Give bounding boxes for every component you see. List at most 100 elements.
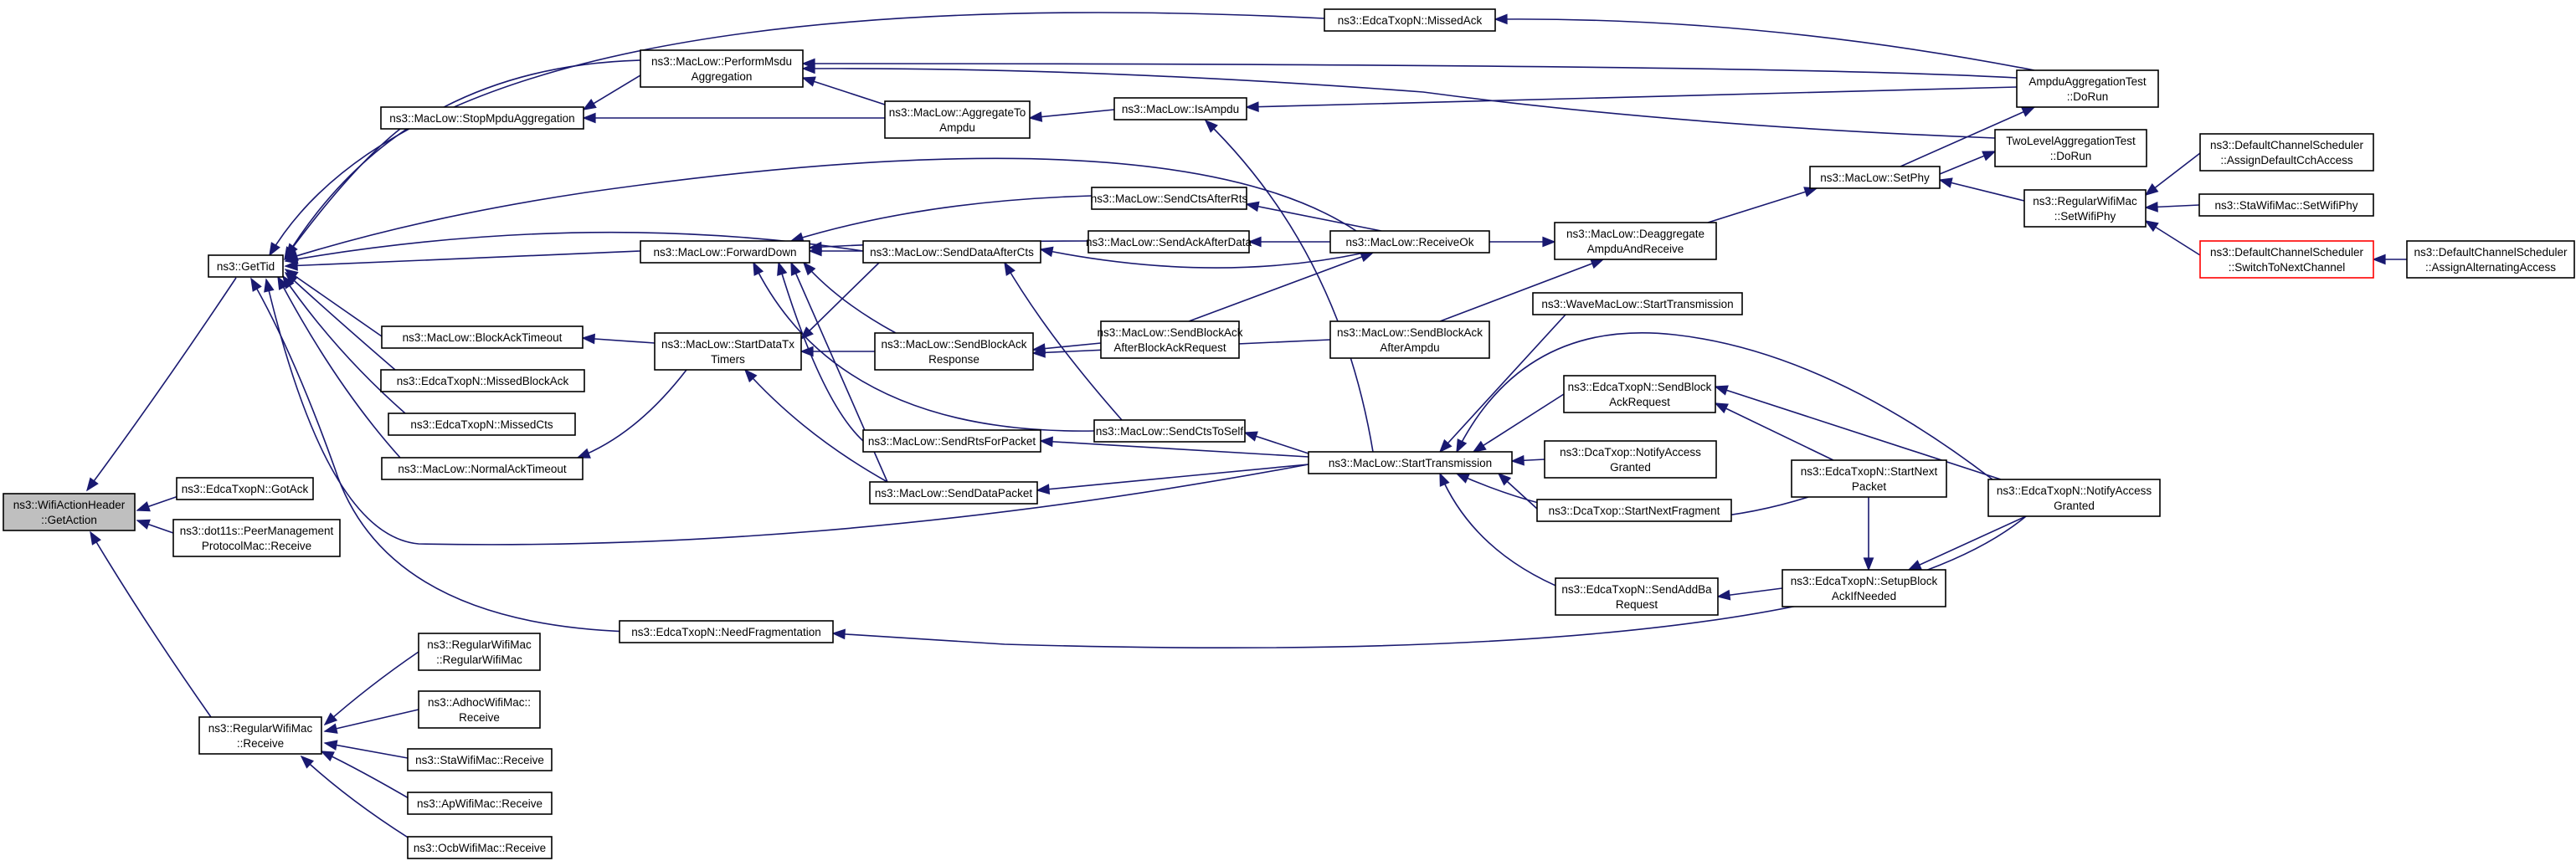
node-forwarddown[interactable]: ns3::MacLow::ForwardDown <box>640 240 810 264</box>
edge-line <box>301 756 424 848</box>
edge-line <box>285 157 1357 260</box>
arrowhead-icon <box>1714 402 1729 414</box>
node-label: ProtocolMac::Receive <box>202 540 311 552</box>
node-box <box>407 748 553 771</box>
node-wavemac_starttx[interactable]: ns3::WaveMacLow::StartTransmission <box>1532 292 1743 315</box>
node-peer_receive[interactable]: ns3::dot11s::PeerManagementProtocolMac::… <box>172 519 341 557</box>
edge-forwarddown-to-gettid <box>284 250 641 271</box>
edge-line <box>1494 18 2035 71</box>
edge-missedblockack-to-gettid <box>284 271 396 371</box>
node-box <box>1087 230 1250 254</box>
edge-sendblockackresp-to-startdatatx <box>800 346 875 357</box>
node-regwifi_ctor[interactable]: ns3::RegularWifiMac::RegularWifiMac <box>418 633 541 671</box>
node-dcs_assigndefault[interactable]: ns3::DefaultChannelScheduler::AssignDefa… <box>2199 133 2374 172</box>
node-needfrag[interactable]: ns3::EdcaTxopN::NeedFragmentation <box>619 620 834 643</box>
edge-receiveok-to-deaggregate <box>1489 236 1556 248</box>
node-label: ns3::MacLow::BlockAckTimeout <box>403 331 563 344</box>
node-gettid[interactable]: ns3::GetTid <box>208 254 284 278</box>
arrowhead-icon <box>1863 557 1874 571</box>
node-missedblockack[interactable]: ns3::EdcaTxopN::MissedBlockAck <box>380 369 585 392</box>
node-getaction[interactable]: ns3::WifiActionHeader::GetAction <box>3 493 136 531</box>
node-sendctstoself[interactable]: ns3::MacLow::SendCtsToSelf <box>1093 419 1246 443</box>
node-label: ns3::MacLow::NormalAckTimeout <box>398 463 567 475</box>
node-box <box>2198 193 2374 217</box>
node-twoleveltest[interactable]: TwoLevelAggregationTest::DoRun <box>1994 129 2147 167</box>
arrowhead-icon <box>1455 473 1470 484</box>
node-box <box>2406 240 2575 279</box>
edge-starttransmission-to-sendrtsforpacket <box>1039 436 1309 458</box>
node-dcs_switch[interactable]: ns3::DefaultChannelScheduler::SwitchToNe… <box>2199 240 2374 279</box>
node-normalacktimeout[interactable]: ns3::MacLow::NormalAckTimeout <box>381 457 584 480</box>
node-sendrtsforpacket[interactable]: ns3::MacLow::SendRtsForPacket <box>862 429 1041 453</box>
edge-startdatatx-to-blockacktimeout <box>581 333 656 345</box>
node-box <box>2199 133 2374 172</box>
node-label: AckRequest <box>1609 396 1670 408</box>
node-box <box>2023 189 2147 228</box>
node-setphy[interactable]: ns3::MacLow::SetPhy <box>1809 166 1941 189</box>
node-ocb_receive[interactable]: ns3::OcbWifiMac::Receive <box>407 836 553 859</box>
node-regwifi_receive[interactable]: ns3::RegularWifiMac::Receive <box>198 716 322 755</box>
node-edca_gotack[interactable]: ns3::EdcaTxopN::GotAck <box>176 477 314 500</box>
node-label: ns3::MacLow::PerformMsdu <box>651 55 792 68</box>
node-regwifi_setwifiphy[interactable]: ns3::RegularWifiMac::SetWifiPhy <box>2023 189 2147 228</box>
node-adhoc_receive[interactable]: ns3::AdhocWifiMac::Receive <box>418 690 541 729</box>
node-dcs_assignalt[interactable]: ns3::DefaultChannelScheduler::AssignAlte… <box>2406 240 2575 279</box>
edge-isampdu-to-aggregatetoampdu <box>1028 109 1115 122</box>
edge-dcs_assigndefault-to-regwifi_setwifiphy <box>2144 152 2201 197</box>
node-box <box>381 457 584 480</box>
edge-regwifi_setwifiphy-to-setphy <box>1938 177 2025 202</box>
node-stopmpdu[interactable]: ns3::MacLow::StopMpduAggregation <box>380 106 584 130</box>
node-starttransmission[interactable]: ns3::MacLow::StartTransmission <box>1308 451 1513 474</box>
node-sta_setwifiphy[interactable]: ns3::StaWifiMac::SetWifiPhy <box>2198 193 2374 217</box>
arrowhead-icon <box>250 277 262 292</box>
edge-line <box>90 531 212 718</box>
arrowhead-icon <box>136 501 151 512</box>
node-sendbaafterbar[interactable]: ns3::MacLow::SendBlockAckAfterBlockAckRe… <box>1097 320 1243 359</box>
arrowhead-icon <box>1472 440 1487 453</box>
node-blockacktimeout[interactable]: ns3::MacLow::BlockAckTimeout <box>381 325 584 349</box>
node-senddataaftercts[interactable]: ns3::MacLow::SendDataAfterCts <box>862 240 1041 264</box>
edge-line <box>1036 464 1309 491</box>
node-label: ::DoRun <box>2067 90 2109 103</box>
node-label: ns3::MacLow::StartDataTx <box>661 338 794 351</box>
node-sendctsafterrts[interactable]: ns3::MacLow::SendCtsAfterRts <box>1091 187 1248 210</box>
node-box <box>1093 419 1246 443</box>
node-sendackafterdata[interactable]: ns3::MacLow::SendAckAfterData <box>1086 230 1252 254</box>
arrowhead-icon <box>323 723 338 734</box>
edge-line <box>265 279 1309 546</box>
node-label: Granted <box>2054 500 2095 512</box>
node-box <box>1113 97 1247 120</box>
edge-line <box>1707 187 1818 223</box>
edge-ampdutest-to-missedack <box>1494 13 2035 71</box>
node-sta_receive[interactable]: ns3::StaWifiMac::Receive <box>407 748 553 771</box>
node-dca_startnextfrag[interactable]: ns3::DcaTxop::StartNextFragment <box>1536 499 1732 522</box>
edge-line <box>1439 259 1604 322</box>
node-label: ns3::MacLow::SendCtsAfterRts <box>1091 192 1248 205</box>
node-ampdutest[interactable]: AmpduAggregationTest::DoRun <box>2016 69 2159 108</box>
edge-peer_receive-to-getaction <box>136 519 174 534</box>
edge-sendbaafterbar-to-receiveok <box>1188 252 1375 322</box>
node-receiveok[interactable]: ns3::MacLow::ReceiveOk <box>1329 230 1490 254</box>
edge-edca_startnextpacket-to-edca_setupblockack <box>1863 497 1874 571</box>
node-senddatapacket[interactable]: ns3::MacLow::SendDataPacket <box>869 481 1038 505</box>
edge-needfrag-to-gettid <box>250 277 630 633</box>
node-missedack[interactable]: ns3::EdcaTxopN::MissedAck <box>1324 8 1496 32</box>
node-ap_receive[interactable]: ns3::ApWifiMac::Receive <box>407 792 553 815</box>
node-missedcts[interactable]: ns3::EdcaTxopN::MissedCts <box>388 413 576 436</box>
node-isampdu[interactable]: ns3::MacLow::IsAmpdu <box>1113 97 1247 120</box>
node-box <box>1532 292 1743 315</box>
arrowhead-icon <box>2372 254 2386 265</box>
arrowhead-icon <box>1590 259 1605 269</box>
